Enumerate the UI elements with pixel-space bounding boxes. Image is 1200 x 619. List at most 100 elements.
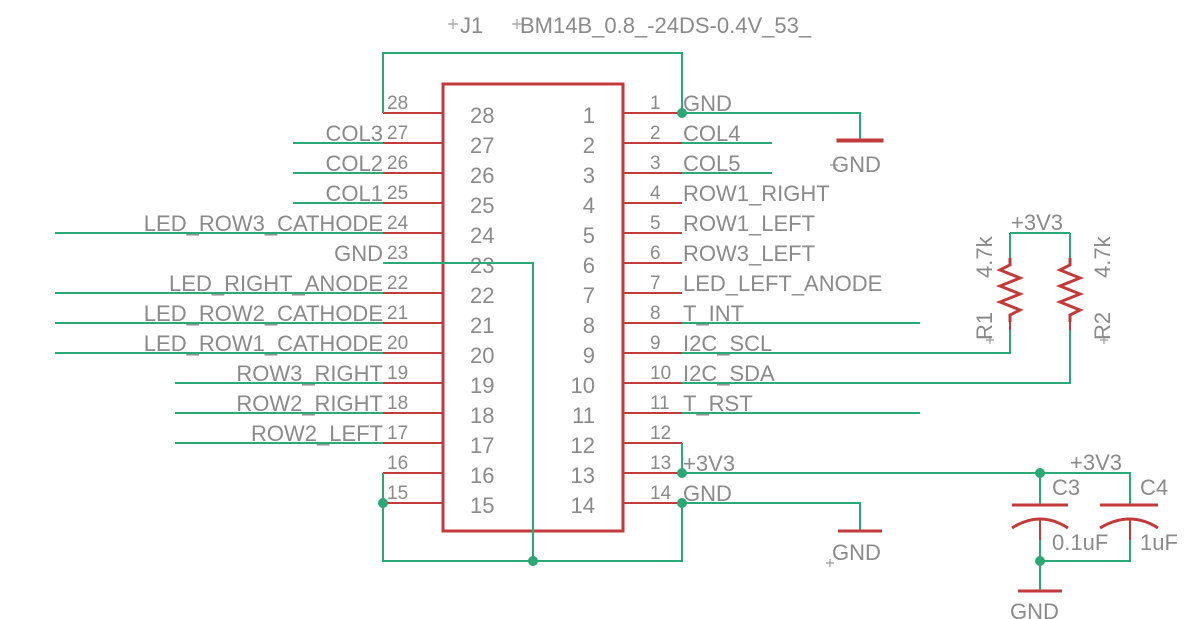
pin-number-22: 22 — [387, 273, 408, 294]
net-label-left-10: ROW2_RIGHT — [236, 391, 383, 416]
pin-number-19: 19 — [387, 363, 408, 384]
pin-number-16: 16 — [387, 453, 408, 474]
r1-value: 4.7k — [972, 235, 997, 278]
net-label-left-4: LED_ROW3_CATHODE — [144, 211, 383, 236]
pin-inner-22: 22 — [470, 283, 494, 308]
c3-value: 0.1uF — [1052, 530, 1108, 555]
pin-number-27: 27 — [387, 123, 408, 144]
wire-pin28-to-pin1 — [382, 52, 683, 113]
pin-inner-23: 23 — [470, 253, 494, 278]
net-label-right-4: ROW1_LEFT — [683, 211, 815, 236]
pin-inner-13: 13 — [571, 463, 595, 488]
wire-pin23-gnd — [383, 262, 534, 561]
v33-label-caps: +3V3 — [1070, 450, 1122, 475]
junction-pin1 — [677, 108, 687, 118]
pin-number-20: 20 — [387, 333, 408, 354]
pin-number-15: 15 — [387, 483, 408, 504]
net-label-right-8: I2C_SCL — [683, 331, 772, 356]
pin-number-3: 3 — [650, 153, 661, 174]
pin-inner-18: 18 — [470, 403, 494, 428]
r2-ref: R2 — [1090, 312, 1115, 340]
pin-inner-9: 9 — [583, 343, 595, 368]
pin-inner-1: 1 — [583, 103, 595, 128]
wire-i2c-scl — [682, 330, 1011, 354]
pin-number-21: 21 — [387, 303, 408, 324]
net-label-left-7: LED_ROW2_CATHODE — [144, 301, 383, 326]
junction-pin15 — [378, 498, 388, 508]
pin-number-11: 11 — [650, 393, 670, 414]
pin-number-26: 26 — [387, 153, 408, 174]
junction-gnd-bus — [528, 556, 538, 566]
pin-inner-8: 8 — [583, 313, 595, 338]
pin-number-5: 5 — [650, 213, 661, 234]
pin-number-2: 2 — [650, 123, 661, 144]
pin-inner-25: 25 — [470, 193, 494, 218]
v33-label-resistors: +3V3 — [1011, 210, 1063, 235]
wire-pin14-gnd — [682, 502, 861, 530]
net-label-right-7: T_INT — [683, 301, 744, 326]
pin-inner-21: 21 — [470, 313, 494, 338]
pin-inner-5: 5 — [583, 223, 595, 248]
net-label-left-6: LED_RIGHT_ANODE — [169, 271, 383, 296]
pin-number-18: 18 — [387, 393, 408, 414]
connector-value: BM14B_0.8_-24DS-0.4V_53_ — [520, 13, 812, 38]
gnd-label-caps: GND — [1010, 599, 1059, 619]
pin-number-9: 9 — [650, 333, 661, 354]
net-label-left-9: ROW3_RIGHT — [236, 361, 383, 386]
pin-number-14: 14 — [650, 483, 672, 504]
pin-inner-28: 28 — [470, 103, 494, 128]
pin-inner-17: 17 — [470, 433, 494, 458]
pin-number-6: 6 — [650, 243, 661, 264]
net-label-right-10: T_RST — [683, 391, 753, 416]
pin-number-25: 25 — [387, 183, 408, 204]
pin-inner-15: 15 — [470, 493, 494, 518]
net-label-right-13: GND — [683, 481, 732, 506]
net-label-left-1: COL3 — [326, 121, 383, 146]
wire-3v3-caps — [682, 472, 1131, 505]
pin-inner-3: 3 — [583, 163, 595, 188]
pin-number-17: 17 — [387, 423, 408, 444]
gnd-label-mid: GND — [832, 540, 881, 565]
net-label-right-2: COL5 — [683, 151, 740, 176]
net-label-right-0: GND — [683, 91, 732, 116]
connector-ref: J1 — [460, 13, 483, 38]
pin-number-23: 23 — [387, 243, 408, 264]
pin-inner-26: 26 — [470, 163, 494, 188]
r2-value: 4.7k — [1090, 235, 1115, 278]
pin-inner-16: 16 — [470, 463, 494, 488]
pin-inner-20: 20 — [470, 343, 494, 368]
pin-inner-10: 10 — [571, 373, 595, 398]
junction-pin13 — [677, 468, 687, 478]
pin-inner-11: 11 — [572, 403, 595, 428]
net-label-left-2: COL2 — [326, 151, 383, 176]
pin-inner-24: 24 — [470, 223, 494, 248]
pin-inner-19: 19 — [470, 373, 494, 398]
pin-inner-2: 2 — [583, 133, 595, 158]
c4-ref: C4 — [1140, 475, 1168, 500]
net-label-right-12: +3V3 — [683, 451, 735, 476]
resistor-r1 — [995, 258, 1025, 322]
pin-number-12: 12 — [650, 423, 671, 444]
pin-number-7: 7 — [650, 273, 661, 294]
wire-i2c-sda — [682, 330, 1071, 384]
c3-ref: C3 — [1052, 475, 1080, 500]
net-label-left-11: ROW2_LEFT — [251, 421, 383, 446]
r1-ref: R1 — [972, 312, 997, 340]
pin-number-8: 8 — [650, 303, 661, 324]
pin-number-28: 28 — [387, 93, 408, 114]
junction-cap-top — [1035, 468, 1045, 478]
pin-number-1: 1 — [650, 93, 661, 114]
pin-inner-4: 4 — [583, 193, 595, 218]
gnd-label-top: GND — [832, 152, 881, 177]
net-label-left-5: GND — [334, 241, 383, 266]
pin-inner-12: 12 — [571, 433, 595, 458]
net-label-right-9: I2C_SDA — [683, 361, 775, 386]
net-label-right-6: LED_LEFT_ANODE — [683, 271, 882, 296]
junction-pin14 — [677, 498, 687, 508]
c4-value: 1uF — [1140, 530, 1178, 555]
pin-number-24: 24 — [387, 213, 409, 234]
junction-cap-bottom — [1035, 556, 1045, 566]
